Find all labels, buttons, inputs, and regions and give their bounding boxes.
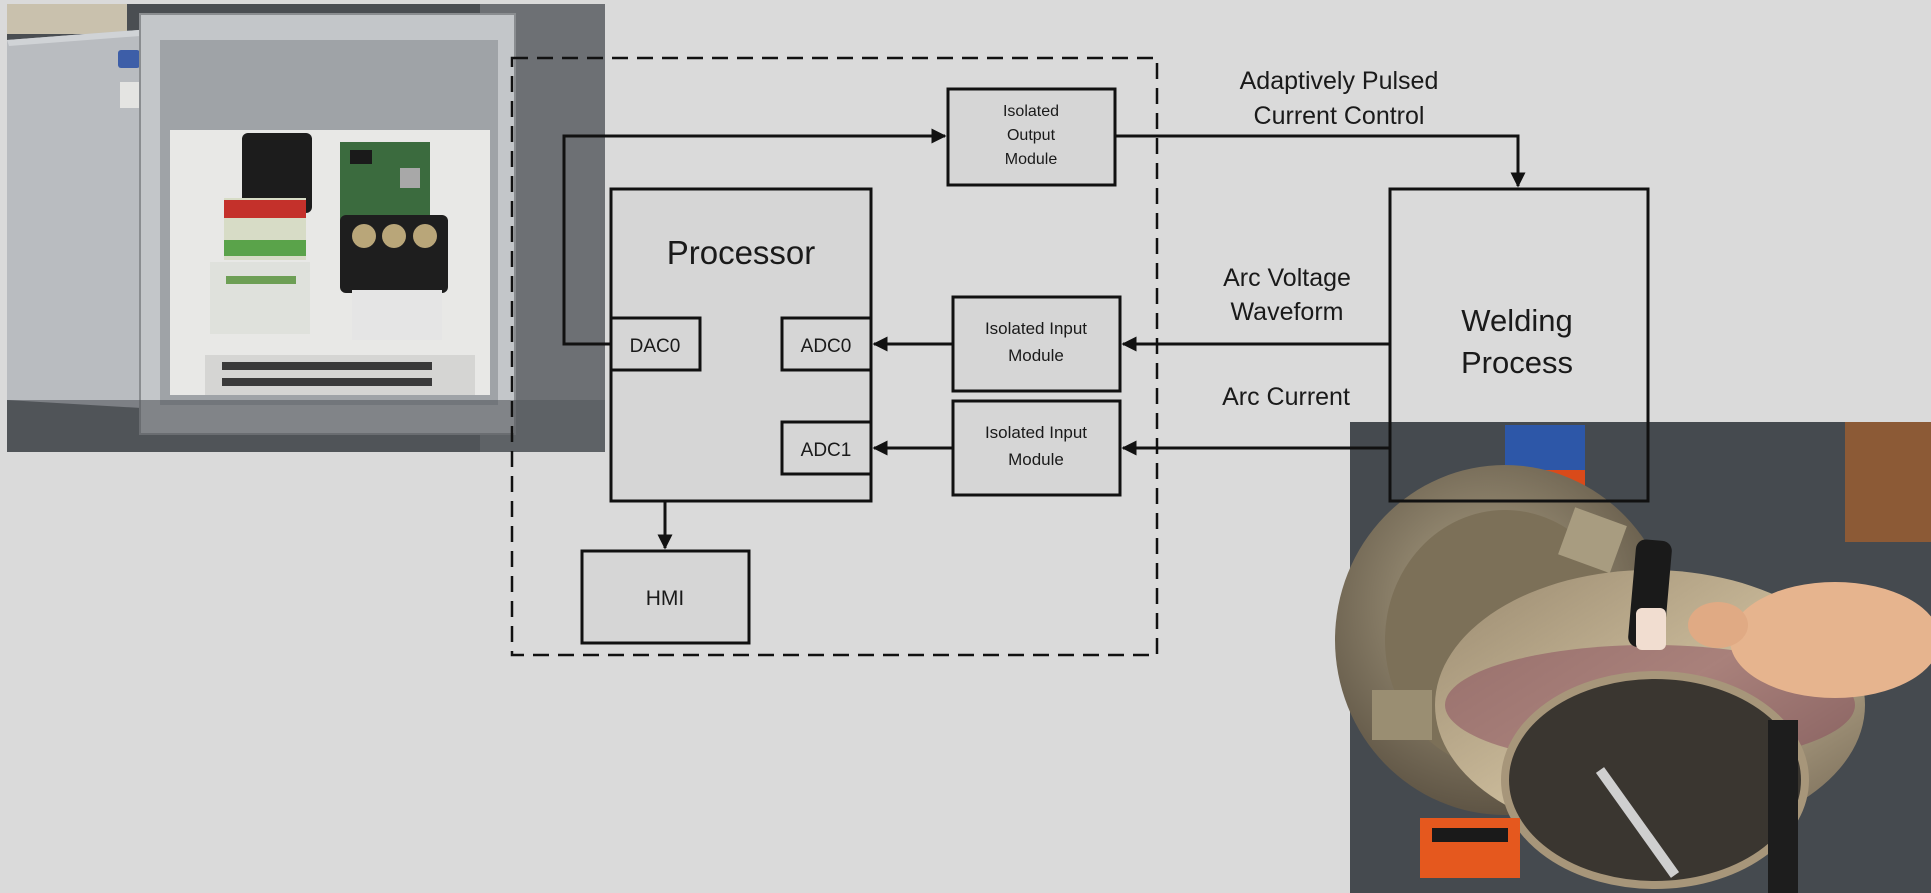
welding-process-line2: Process [1461,345,1573,380]
dac-label: DAC0 [630,336,681,357]
output-module-line1: Isolated [1003,103,1059,120]
input-module-voltage-line2: Module [1008,346,1064,365]
arc-voltage-label-line1: Arc Voltage [1223,264,1351,292]
current-control-label-line1: Adaptively Pulsed [1240,67,1439,95]
isolated-input-module-voltage [953,297,1120,391]
output-module-line2: Output [1007,127,1056,144]
output-module-line3: Module [1005,151,1058,168]
pipe-weld-photo [1335,422,1931,893]
isolated-input-module-current [953,401,1120,495]
current-control-label-line2: Current Control [1254,102,1425,130]
adc0-label: ADC0 [801,336,852,357]
hmi-label: HMI [646,587,685,610]
arc-current-label: Arc Current [1222,383,1350,411]
welding-process-line1: Welding [1461,303,1572,338]
output-to-welding-wire [1115,136,1518,186]
controller-enclosure-photo [7,4,605,452]
arc-voltage-label-line2: Waveform [1231,298,1344,326]
adc1-label: ADC1 [801,440,852,461]
input-module-current-line2: Module [1008,450,1064,469]
input-module-current-line1: Isolated Input [985,423,1087,442]
input-module-voltage-line1: Isolated Input [985,319,1087,338]
processor-label: Processor [667,234,816,271]
